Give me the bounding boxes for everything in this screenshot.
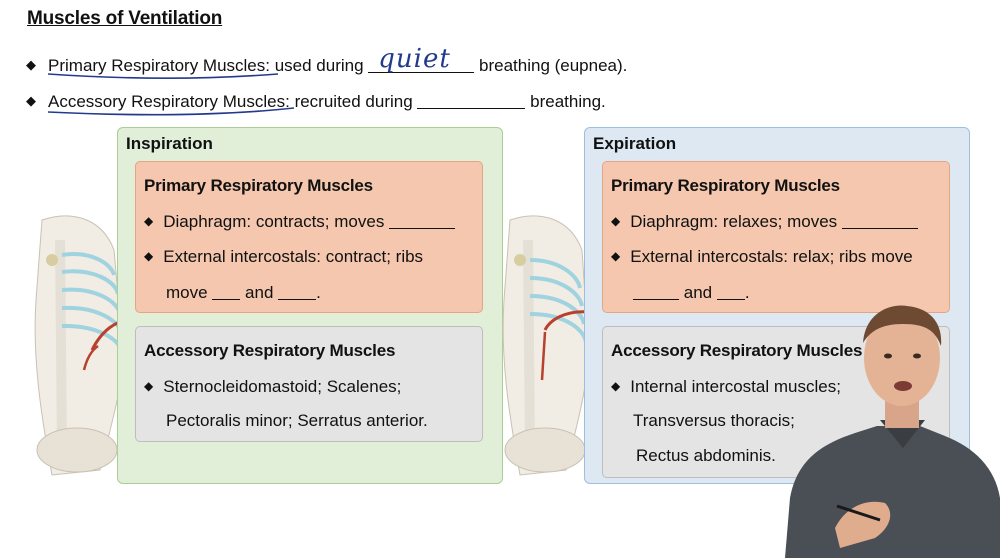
- inspiration-accessory-title: Accessory Respiratory Muscles: [144, 341, 396, 360]
- primary-muscles-text: : used during: [265, 56, 369, 75]
- bullet-accessory-muscles: ◆ Accessory Respiratory Muscles: recruite…: [26, 92, 606, 112]
- ribs-direction-blank-2: [716, 284, 745, 300]
- external-intercostals-relax-text: External intercostals: relax; ribs move: [630, 247, 913, 266]
- diamond-bullet-icon: ◆: [26, 57, 36, 72]
- ribs-direction-blank-1: [212, 284, 241, 300]
- diamond-bullet-icon: ◆: [144, 214, 154, 228]
- diaphragm-direction-blank: [841, 213, 918, 229]
- inspiration-title: Inspiration: [126, 134, 213, 153]
- external-intercostals-contract-text: External intercostals: contract; ribs: [163, 247, 424, 266]
- ribs-direction-blank-1: [633, 284, 679, 300]
- bullet-primary-muscles: ◆ Primary Respiratory Muscles: used durin…: [26, 44, 628, 76]
- presenter-video-overlay: [785, 305, 1000, 558]
- expiration-primary-title: Primary Respiratory Muscles: [611, 176, 840, 195]
- diamond-bullet-icon: ◆: [144, 249, 154, 263]
- expiration-panel: Expiration Primary Respiratory Muscles ◆…: [584, 127, 970, 484]
- diaphragm-relaxes-text: Diaphragm: relaxes; moves: [630, 212, 838, 231]
- expiration-accessory-title: Accessory Respiratory Muscles: [611, 341, 863, 360]
- inspiration-accessory-line-1: ◆ Sternocleidomastoid; Scalenes;: [144, 377, 401, 397]
- ribs-direction-blank-2: [278, 284, 317, 300]
- diamond-bullet-icon: ◆: [611, 214, 621, 228]
- diaphragm-contracts-text: Diaphragm: contracts; moves: [163, 212, 385, 231]
- inspiration-accessory-line-2: Pectoralis minor; Serratus anterior.: [166, 411, 428, 430]
- handwritten-underlines: [47, 73, 295, 116]
- inspiration-primary-title: Primary Respiratory Muscles: [144, 176, 373, 195]
- expiration-accessory-line-2: Transversus thoracis;: [633, 411, 795, 430]
- inspiration-primary-line-3: move and .: [166, 283, 321, 303]
- sternocleidomastoid-text: Sternocleidomastoid; Scalenes;: [163, 377, 402, 396]
- diamond-bullet-icon: ◆: [26, 93, 36, 108]
- accessory-muscles-term: Accessory Respiratory Muscles: [48, 92, 286, 111]
- inspiration-panel: Inspiration Primary Respiratory Muscles …: [117, 127, 503, 484]
- ribs-and-text: and: [245, 283, 274, 302]
- handwritten-answer: quiet: [378, 44, 451, 74]
- inspiration-primary-line-2: ◆ External intercostals: contract; ribs: [144, 247, 423, 267]
- inspiration-primary-box: Primary Respiratory Muscles ◆ Diaphragm: …: [135, 161, 483, 313]
- expiration-primary-line-3: and .: [633, 283, 750, 303]
- diamond-bullet-icon: ◆: [144, 379, 154, 393]
- ribs-move-text: move: [166, 283, 208, 302]
- breathing-blank: [417, 93, 526, 109]
- ribs-period-text: .: [316, 283, 321, 302]
- expiration-accessory-line-1: ◆ Internal intercostal muscles;: [611, 377, 841, 397]
- primary-muscles-term: Primary Respiratory Muscles: [48, 56, 266, 75]
- ribs-and-text: and: [683, 283, 713, 302]
- inspiration-primary-line-1: ◆ Diaphragm: contracts; moves: [144, 212, 456, 232]
- quiet-blank: quiet: [368, 44, 475, 74]
- expiration-primary-box: Primary Respiratory Muscles ◆ Diaphragm: …: [602, 161, 950, 313]
- ribs-period-text: .: [744, 283, 750, 302]
- diaphragm-direction-blank: [389, 213, 456, 229]
- expiration-title: Expiration: [593, 134, 677, 153]
- accessory-muscles-text-after: breathing.: [525, 92, 606, 111]
- expiration-primary-line-2: ◆ External intercostals: relax; ribs move: [611, 247, 913, 267]
- internal-intercostal-text: Internal intercostal muscles;: [630, 377, 841, 396]
- diamond-bullet-icon: ◆: [611, 379, 621, 393]
- expiration-primary-line-1: ◆ Diaphragm: relaxes; moves: [611, 212, 918, 232]
- inspiration-accessory-box: Accessory Respiratory Muscles ◆ Sternocle…: [135, 326, 483, 442]
- accessory-muscles-text: : recruited during: [285, 92, 418, 111]
- diamond-bullet-icon: ◆: [611, 249, 621, 263]
- primary-muscles-text-after: breathing (eupnea).: [474, 56, 628, 75]
- expiration-accessory-line-3: Rectus abdominis.: [636, 446, 776, 465]
- page-title: Muscles of Ventilation: [27, 8, 223, 29]
